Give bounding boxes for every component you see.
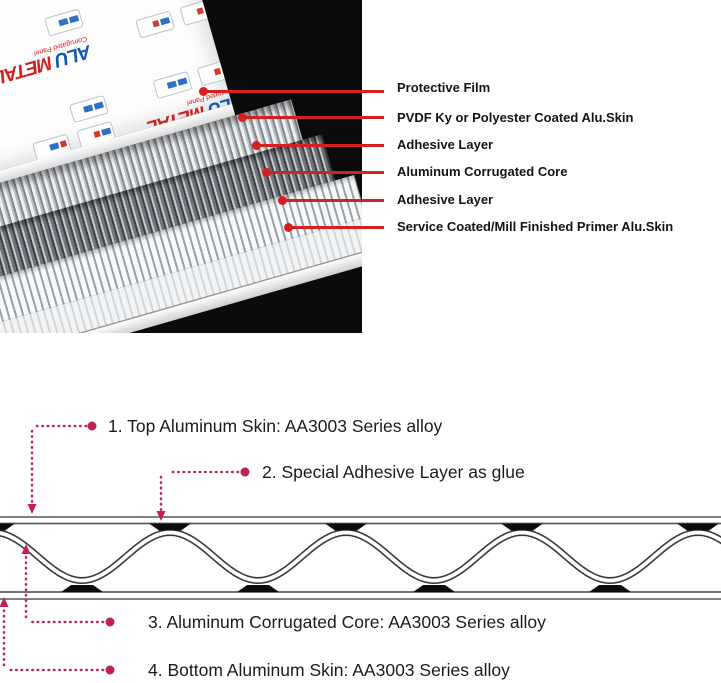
leader-4-dot [105,665,115,675]
label-corrugated-core: Aluminum Corrugated Core [397,164,568,179]
callout-dot-4 [262,168,271,177]
leader-3-dot [105,617,115,627]
adhesive-patches [0,523,719,592]
label-top-skin: 1. Top Aluminum Skin: AA3003 Series allo… [108,416,443,436]
panel-3d-slab: ALU METAL Corrugated Panel ALU METAL Cor… [0,0,362,333]
product-photo: ALU METAL Corrugated Panel ALU METAL Cor… [0,0,362,333]
label-bottom-skin: 4. Bottom Aluminum Skin: AA3003 Series a… [148,660,510,680]
callout-dot-3 [252,141,261,150]
callout-dot-6 [284,223,293,232]
callout-dot-2 [238,113,247,122]
label-core: 3. Aluminum Corrugated Core: AA3003 Seri… [148,612,546,632]
leader-4-arrow [0,597,9,607]
leader-lines [2,424,240,672]
leader-1-arrow [27,504,37,514]
label-service-skin: Service Coated/Mill Finished Primer Alu.… [397,219,674,234]
leader-2-dot [240,467,250,477]
label-pvdf-skin: PVDF Ky or Polyester Coated Alu.Skin [397,110,634,125]
callout-line-4 [266,171,384,174]
leader-endpoints [0,421,250,675]
cross-section-diagram [0,421,721,675]
label-adhesive-bottom: Adhesive Layer [397,192,494,207]
callout-line-5 [282,199,384,202]
corrugated-core-wave-inner [0,530,721,583]
callout-line-2 [242,116,384,119]
label-protective-film: Protective Film [397,80,491,95]
label-adhesive: 2. Special Adhesive Layer as glue [262,462,525,482]
leader-1-dot [87,421,97,431]
leader-2-arrow [156,511,166,521]
label-adhesive-top: Adhesive Layer [397,137,494,152]
corrugated-core-wave [0,529,721,584]
leader-3-arrow [21,544,31,554]
callout-dot-1 [199,86,208,96]
callout-line-1 [203,89,384,93]
callout-line-3 [256,144,384,147]
callout-dot-5 [278,196,287,205]
callout-line-6 [288,226,384,229]
